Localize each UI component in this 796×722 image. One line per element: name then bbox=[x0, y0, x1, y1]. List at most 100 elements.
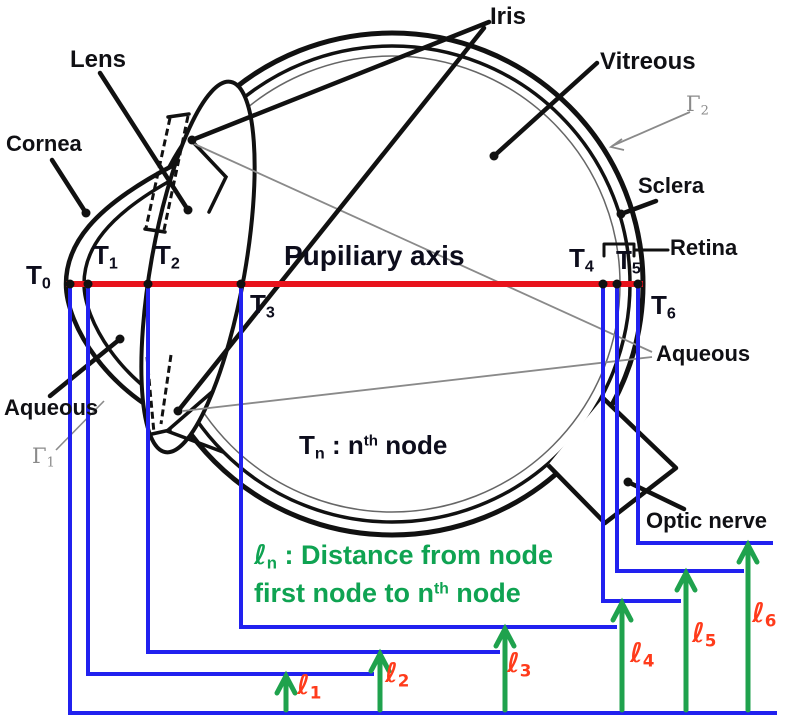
l1-sub: 1 bbox=[309, 682, 322, 703]
aqueous-right-label: Aqueous bbox=[656, 341, 751, 366]
aqueous-left-leader-dot bbox=[115, 334, 125, 344]
iris-leader-upper-dot bbox=[187, 135, 197, 145]
gamma2-label: Γ2 bbox=[686, 94, 709, 118]
note-t-base: T bbox=[299, 430, 315, 460]
distance-label-l6: ℓ6 bbox=[752, 600, 776, 629]
t2-base: T bbox=[155, 240, 171, 270]
ciliary-bottom-strokes bbox=[163, 390, 225, 454]
t3-base: T bbox=[250, 289, 266, 319]
optic-nerve-mask bbox=[548, 398, 676, 523]
gamma2-base: Γ bbox=[686, 92, 701, 116]
l2-base: ℓ bbox=[385, 658, 398, 689]
iris-top-root bbox=[143, 227, 167, 234]
t4-base: T bbox=[569, 243, 585, 273]
distance-label-l3: ℓ3 bbox=[507, 650, 531, 679]
l4-sub: 4 bbox=[642, 650, 655, 671]
arrow-l6 bbox=[736, 539, 760, 713]
retina-leader-bracket bbox=[602, 242, 670, 258]
node-dot-t5 bbox=[612, 279, 622, 289]
measure-line-t4 bbox=[601, 284, 681, 603]
arrow-l1 bbox=[274, 670, 298, 713]
distance-arrows bbox=[274, 539, 760, 713]
cornea-leader-dot bbox=[81, 208, 91, 218]
node-dots bbox=[65, 279, 643, 289]
node-dot-t2 bbox=[143, 279, 153, 289]
sclera-label: Sclera bbox=[638, 173, 705, 198]
lens-leader bbox=[97, 70, 191, 213]
gamma1-leader-line bbox=[55, 400, 105, 451]
node-dot-t1 bbox=[83, 279, 93, 289]
node-dot-t6 bbox=[633, 279, 643, 289]
iris-top-blade-line1 bbox=[144, 117, 172, 229]
t6-base: T bbox=[651, 290, 667, 320]
distance-note-line1: ℓn : Distance from node bbox=[254, 542, 553, 572]
retina-label: Retina bbox=[670, 235, 738, 260]
t0-base: T bbox=[26, 260, 42, 290]
cornea-label: Cornea bbox=[6, 131, 82, 156]
aqueous-left-label: Aqueous bbox=[4, 395, 99, 420]
measure-line-t6 bbox=[636, 284, 773, 545]
sclera-leader bbox=[618, 198, 659, 217]
l5-sub: 5 bbox=[704, 630, 717, 651]
l6-sub: 6 bbox=[764, 610, 777, 631]
optic-nerve-shape bbox=[546, 396, 679, 526]
measure-line-t1 bbox=[86, 284, 374, 676]
node-dot-t3 bbox=[236, 279, 246, 289]
t0-sub: 0 bbox=[41, 274, 51, 293]
l6-base: ℓ bbox=[752, 598, 765, 629]
gamma2-sub: 2 bbox=[700, 103, 709, 119]
faint-reference-lines bbox=[55, 111, 691, 451]
node-measure-lines bbox=[68, 284, 777, 715]
iris-top-blade-line2 bbox=[162, 115, 190, 231]
node-definition-note: Tn : nth node bbox=[299, 432, 447, 462]
note-line1-rest: : Distance from node bbox=[276, 540, 554, 570]
note-ell: ℓ bbox=[254, 540, 267, 571]
l2-sub: 2 bbox=[397, 670, 410, 691]
l5-base: ℓ bbox=[692, 618, 705, 649]
gamma1-label: Γ1 bbox=[32, 446, 55, 470]
lens-leader-dot bbox=[183, 205, 193, 215]
vitreous-label: Vitreous bbox=[600, 48, 696, 75]
distance-note-line2: first node to nth node bbox=[254, 580, 521, 607]
arrow-l5 bbox=[674, 567, 698, 713]
arrow-l3 bbox=[493, 623, 517, 713]
iris-leader-upper bbox=[189, 19, 492, 143]
ciliary-strokes bbox=[143, 112, 229, 454]
ciliary-top-strokes bbox=[190, 139, 229, 214]
note-line2-sup: th bbox=[433, 580, 449, 598]
iris-leader-lower-dot bbox=[173, 406, 183, 416]
node-label-t3: T3 bbox=[250, 291, 275, 321]
node-label-t4: T4 bbox=[569, 245, 594, 275]
measure-line-t3 bbox=[239, 284, 617, 629]
distance-label-l1: ℓ1 bbox=[297, 672, 321, 701]
gamma2-arrowhead bbox=[608, 138, 625, 151]
sclera-leader-dot bbox=[616, 209, 626, 219]
t3-sub: 3 bbox=[265, 303, 275, 322]
vitreous-leader bbox=[491, 60, 600, 159]
t1-sub: 1 bbox=[108, 254, 118, 273]
cornea-leader bbox=[49, 157, 89, 216]
iris-label: Iris bbox=[490, 3, 527, 30]
node-dot-t4 bbox=[598, 279, 608, 289]
optic-nerve-leader-dot bbox=[623, 477, 633, 487]
note-sup: th bbox=[363, 432, 378, 450]
pupillary-axis-label: Pupiliary axis bbox=[284, 240, 465, 271]
distance-label-l2: ℓ2 bbox=[385, 660, 409, 689]
l4-base: ℓ bbox=[630, 638, 643, 669]
t5-base: T bbox=[616, 245, 632, 275]
node-label-t6: T6 bbox=[651, 292, 676, 322]
aqueous-gray-line-lower bbox=[182, 356, 653, 412]
optic-nerve-label: Optic nerve bbox=[646, 508, 768, 533]
l3-sub: 3 bbox=[519, 660, 532, 681]
arrow-l2 bbox=[368, 648, 392, 713]
t4-sub: 4 bbox=[584, 257, 594, 276]
measure-line-t5 bbox=[615, 284, 744, 573]
note-t-sub: n bbox=[314, 444, 325, 463]
aqueous-gray-line-upper bbox=[189, 141, 653, 353]
iris-top-cap bbox=[166, 112, 191, 119]
note-ell-sub: n bbox=[266, 553, 277, 573]
label-leader-lines bbox=[47, 19, 687, 512]
iris-leader-lower bbox=[175, 25, 487, 414]
